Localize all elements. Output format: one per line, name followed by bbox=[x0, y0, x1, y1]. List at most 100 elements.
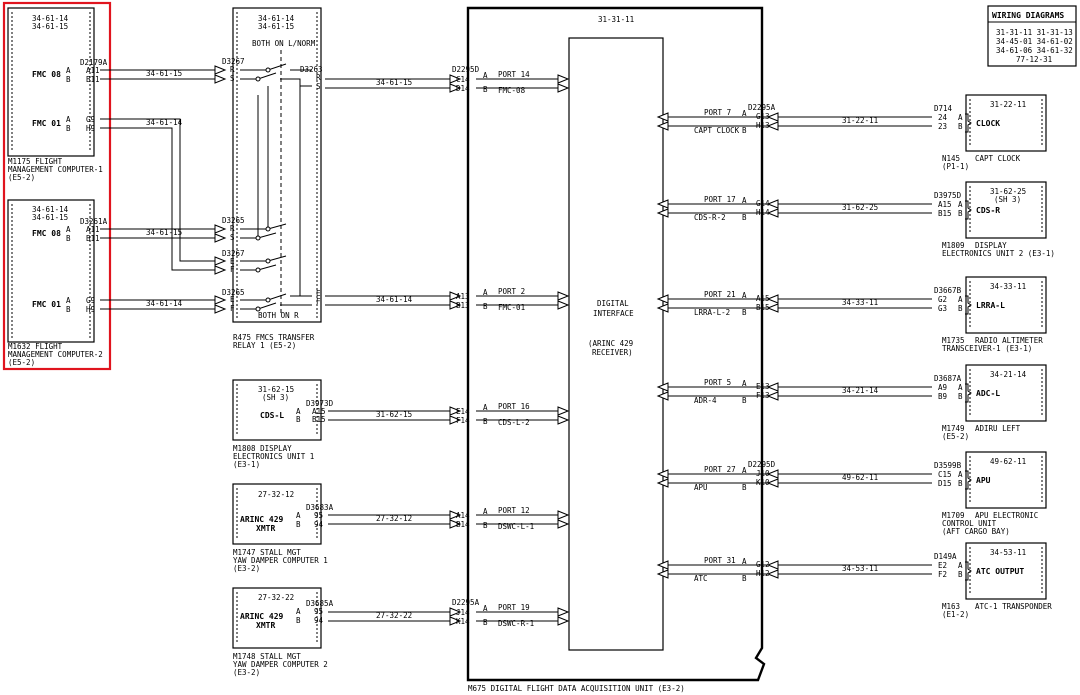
device-name: CONTROL UNIT bbox=[942, 519, 997, 528]
port-pin: H14 bbox=[756, 208, 770, 217]
svg-text:A: A bbox=[66, 296, 71, 305]
port-pin: B14 bbox=[456, 520, 470, 529]
port-signal: ATC bbox=[694, 574, 708, 583]
port-pin: F13 bbox=[756, 391, 770, 400]
port-arrow bbox=[656, 560, 669, 570]
dfdau-inner-label: RECEIVER) bbox=[592, 348, 633, 357]
svg-text:S: S bbox=[230, 74, 235, 83]
fmc1-connector: D2179A bbox=[80, 58, 108, 67]
relay-ref: 34-61-15 bbox=[258, 22, 294, 31]
port-name: PORT 31 bbox=[704, 556, 736, 565]
port-arrow bbox=[766, 560, 779, 570]
port-pin: B15 bbox=[756, 303, 770, 312]
fmc1-ref: 34-61-15 bbox=[32, 22, 68, 31]
port-arrow bbox=[766, 469, 779, 479]
svg-text:A: A bbox=[66, 66, 71, 75]
smyd1-label: XMTR bbox=[256, 524, 275, 533]
cds-l-pin: B15 bbox=[312, 415, 326, 424]
pin-letter: B bbox=[958, 304, 963, 313]
port-pin: B13 bbox=[456, 301, 470, 310]
device-id: N145 bbox=[942, 154, 960, 163]
fmc2-name: MANAGEMENT COMPUTER-2 bbox=[8, 350, 103, 359]
device-pin: C15 bbox=[938, 470, 952, 479]
port-pin: H12 bbox=[756, 569, 770, 578]
device-output-label: APU bbox=[976, 476, 991, 485]
port-pin: J14 bbox=[456, 608, 470, 617]
pin-letter: B bbox=[742, 308, 747, 317]
device-pin: 24 bbox=[938, 113, 948, 122]
fmcs-transfer-relay: 34-61-14 34-61-15 BOTH ON L/NORM D3267 D… bbox=[222, 7, 323, 350]
cds-l-pin: A15 bbox=[312, 407, 326, 416]
smyd1-connector: D3683A bbox=[306, 503, 334, 512]
legend-line: 34-61-06 34-61-32 bbox=[996, 46, 1073, 55]
wire-label: 34-61-15 bbox=[376, 78, 412, 87]
port-name: PORT 14 bbox=[498, 70, 530, 79]
fmc2-pin: H9 bbox=[86, 305, 95, 314]
wire-label: 34-61-14 bbox=[146, 118, 183, 127]
smyd2-location: (E3-2) bbox=[233, 668, 260, 677]
relay-output-wires: 34-61-15 34-61-14 bbox=[325, 74, 462, 310]
relay-connector: D3265 bbox=[222, 288, 245, 297]
smyd1-label: ARINC 429 bbox=[240, 515, 284, 524]
device-output-label: CLOCK bbox=[976, 119, 1000, 128]
port-pin: D14 bbox=[456, 84, 470, 93]
port-pin: G12 bbox=[756, 560, 770, 569]
port-wire bbox=[476, 410, 558, 421]
cds-l-ref: 31-62-15 bbox=[258, 385, 294, 394]
svg-text:B: B bbox=[66, 305, 71, 314]
cds-l-ref: (SH 3) bbox=[262, 393, 289, 402]
port-connector: D2295D bbox=[452, 65, 480, 74]
pin-letter: B bbox=[958, 570, 963, 579]
svg-text:B: B bbox=[66, 234, 71, 243]
device-ref: 34-33-11 bbox=[990, 282, 1026, 291]
port-name: PORT 19 bbox=[498, 603, 530, 612]
pin-letter: A bbox=[958, 470, 963, 479]
port-arrow bbox=[766, 294, 779, 304]
device-pin: B9 bbox=[938, 392, 947, 401]
pin-letter: A bbox=[483, 71, 488, 80]
pin-letter: B bbox=[742, 396, 747, 405]
device-name: CAPT CLOCK bbox=[975, 154, 1021, 163]
device-pin: G2 bbox=[938, 295, 947, 304]
port-wire bbox=[668, 473, 932, 484]
smyd2-connector: D3685A bbox=[306, 599, 334, 608]
port-wire bbox=[476, 611, 558, 622]
wire-label: 27-32-12 bbox=[376, 514, 412, 523]
port-pin: E14 bbox=[456, 407, 470, 416]
device-output-label: LRRA-L bbox=[976, 301, 1005, 310]
relay-connector: D3267 bbox=[222, 249, 245, 258]
port-name: PORT 5 bbox=[704, 378, 731, 387]
port-pin: E13 bbox=[756, 382, 770, 391]
fmc-1: 34-61-14 34-61-15 D2179A FMC 08 AB A11 B… bbox=[7, 7, 108, 182]
wire-label: 34-33-11 bbox=[842, 298, 878, 307]
pin-letter: B bbox=[483, 521, 488, 530]
port-arrow bbox=[557, 406, 570, 416]
device-connector: D149A bbox=[934, 552, 957, 561]
device-pin: A9 bbox=[938, 383, 947, 392]
port-arrow bbox=[557, 415, 570, 425]
svg-text:R: R bbox=[230, 224, 235, 233]
port-name: PORT 12 bbox=[498, 506, 530, 515]
stall-mgt-yaw-damper-2: 27-32-22 D3685A ARINC 429 XMTR AB 95 94 … bbox=[232, 587, 462, 677]
device-border-pattern bbox=[969, 456, 1043, 504]
svg-text:E: E bbox=[230, 295, 235, 304]
cds-l-label: CDS-L bbox=[260, 411, 284, 420]
fmc2-pin: B11 bbox=[86, 234, 100, 243]
port-arrow bbox=[656, 208, 669, 218]
device-ref: 49-62-11 bbox=[990, 457, 1026, 466]
device-border-pattern bbox=[969, 281, 1043, 329]
port-name: PORT 27 bbox=[704, 465, 736, 474]
selection-highlight bbox=[2, 1, 112, 371]
smyd2-pin: 95 bbox=[314, 607, 323, 616]
cds-l-location: (E3-1) bbox=[233, 460, 260, 469]
device-pin: A15 bbox=[938, 200, 952, 209]
cds-l-connector: D3973D bbox=[306, 399, 334, 408]
port-name: PORT 16 bbox=[498, 402, 530, 411]
port-signal: DSWC-L-1 bbox=[498, 522, 534, 531]
device-id: M1809 bbox=[942, 241, 965, 250]
port-signal: LRRA-L-2 bbox=[694, 308, 730, 317]
device-name: RADIO ALTIMETER bbox=[975, 336, 1043, 345]
device-border-pattern bbox=[969, 369, 1043, 417]
